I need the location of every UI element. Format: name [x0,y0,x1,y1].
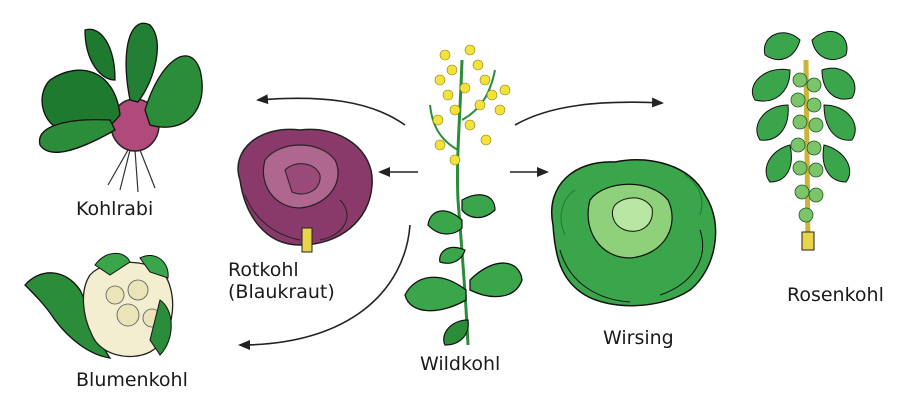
label-rotkohl: Rotkohl (Blaukraut) [228,259,335,303]
label-blumenkohl: Blumenkohl [76,369,188,391]
red-cabbage-icon [238,129,372,252]
brussels-sprouts-icon [752,31,855,250]
arrow-to-kohlrabi [258,98,405,125]
savoy-cabbage-icon [552,160,716,306]
kohlrabi-icon [40,23,203,192]
label-wirsing: Wirsing [603,327,674,349]
label-rotkohl-line2: (Blaukraut) [228,281,335,303]
label-kohlrabi: Kohlrabi [76,198,153,220]
cauliflower-icon [25,253,173,358]
label-rosenkohl: Rosenkohl [787,284,884,306]
label-rotkohl-line1: Rotkohl [228,259,335,281]
arrow-to-rosenkohl [515,102,662,125]
label-wildkohl: Wildkohl [420,353,500,375]
wild-cabbage-icon [405,45,522,345]
